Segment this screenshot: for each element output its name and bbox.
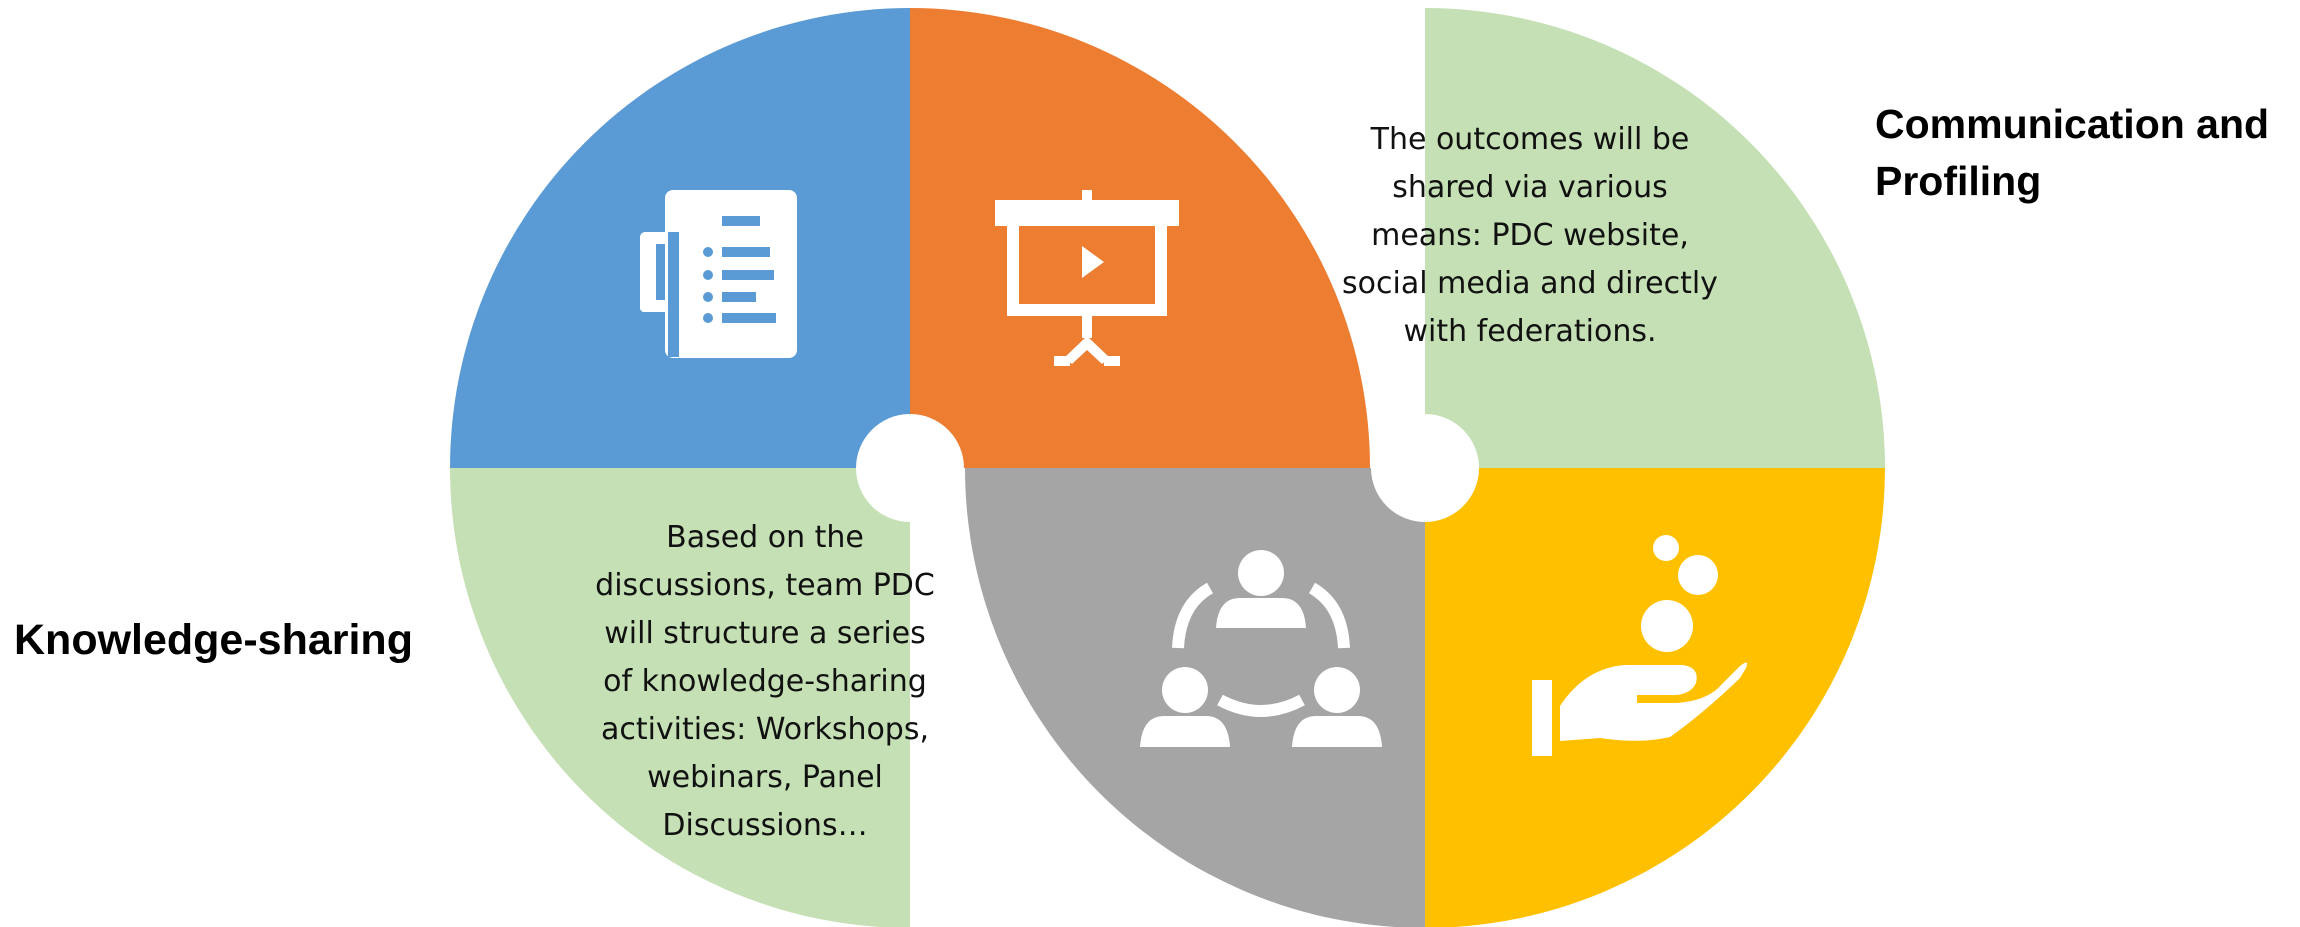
hand-coins-icon: [1532, 535, 1748, 756]
segment-gold: [1425, 468, 1885, 927]
communication-profiling-title: Communication and Profiling: [1875, 101, 2270, 204]
team-collaboration-icon: [1140, 550, 1382, 747]
segment-green-left: [450, 468, 910, 927]
center-dot-left: [856, 414, 964, 522]
document-list-icon: [640, 190, 797, 358]
communication-description: The outcomes will be shared via various …: [1342, 122, 1718, 349]
presentation-screen-icon: [995, 190, 1179, 366]
knowledge-sharing-title: Knowledge-sharing: [14, 616, 413, 664]
segment-orange: [910, 8, 1370, 468]
knowledge-sharing-description: Based on the discussions, team PDC will …: [595, 520, 935, 843]
center-dot-right: [1371, 414, 1479, 522]
segment-green-right: [1425, 8, 1885, 468]
